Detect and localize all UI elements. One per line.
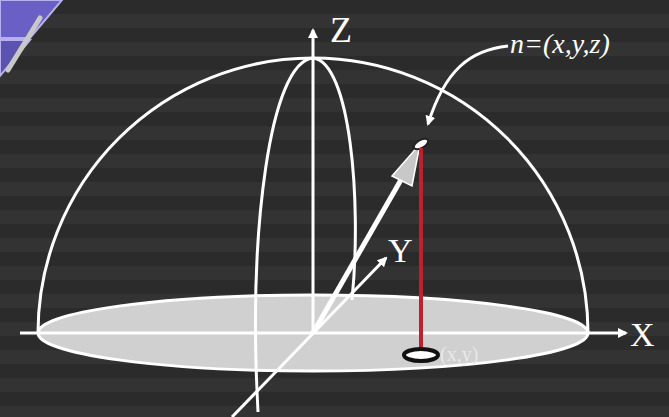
projection-point — [404, 349, 438, 361]
projection-line — [419, 148, 423, 350]
point-label: (x,y) — [440, 344, 478, 364]
x-axis — [20, 332, 626, 335]
z-axis — [312, 30, 315, 333]
axis-label: Z — [330, 12, 352, 48]
leader-line — [428, 46, 508, 124]
axis-label: Y — [388, 234, 413, 268]
meridian-arc — [256, 58, 356, 412]
corner-icon — [0, 0, 62, 76]
vector-label: n=(x,y,z) — [510, 30, 610, 58]
axis-label: X — [630, 318, 655, 352]
vector-cone — [392, 144, 420, 186]
y-axis — [232, 258, 386, 417]
